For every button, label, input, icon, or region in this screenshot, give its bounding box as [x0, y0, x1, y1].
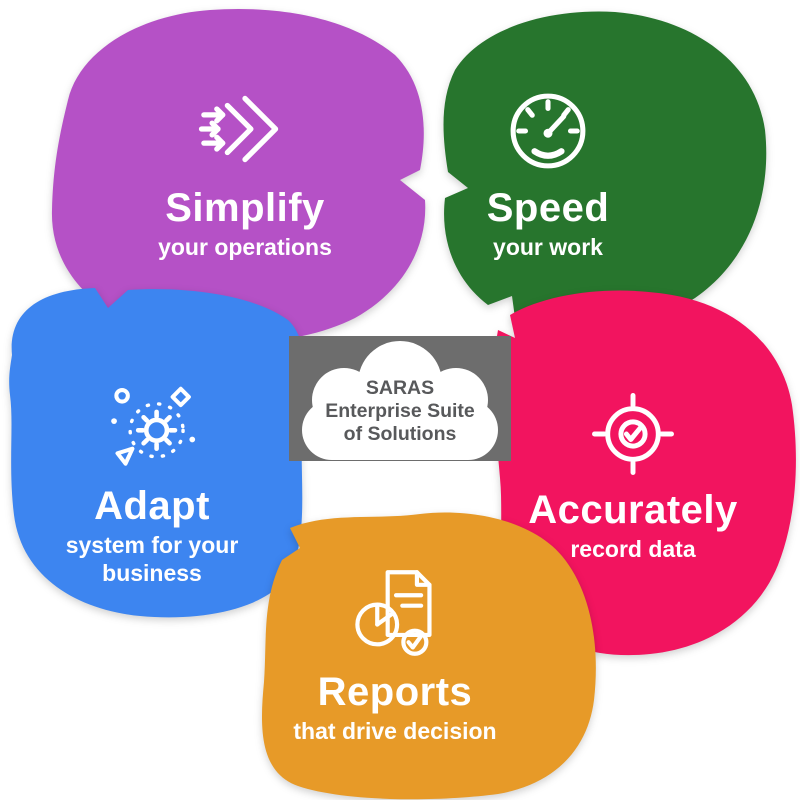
section-reports: Reports that drive decision	[235, 566, 555, 745]
simplify-subtitle: your operations	[158, 234, 332, 261]
simplify-title: Simplify	[165, 186, 325, 230]
simplify-blob	[51, 8, 426, 343]
center-line-1: SARAS	[365, 377, 435, 399]
section-adapt: Adapt system for your business	[32, 382, 272, 587]
speed-title: Speed	[486, 186, 610, 230]
speed-blob	[443, 11, 767, 329]
center-line-3: of Solutions	[343, 423, 457, 445]
speed-subtitle: your work	[493, 234, 603, 261]
reports-subtitle: that drive decision	[293, 718, 497, 745]
adapt-title: Adapt	[94, 484, 210, 528]
report-pie-icon	[235, 566, 555, 665]
target-check-icon	[483, 390, 783, 483]
merge-arrows-icon	[85, 82, 405, 181]
speedometer-icon	[408, 86, 688, 181]
accurately-title: Accurately	[528, 488, 738, 532]
section-simplify: Simplify your operations	[85, 82, 405, 261]
center-line-2: Enterprise Suite	[325, 400, 475, 422]
cloud-shape	[302, 341, 498, 460]
gear-orbit-icon	[32, 382, 272, 479]
adapt-blob	[9, 288, 306, 618]
adapt-subtitle: system for your business	[65, 532, 239, 587]
center-cloud-text: SARAS Enterprise Suite of Solutions	[290, 377, 510, 446]
reports-blob	[261, 512, 596, 800]
reports-title: Reports	[317, 670, 473, 714]
section-accurately: Accurately record data	[483, 390, 783, 563]
section-speed: Speed your work	[408, 86, 688, 261]
accurately-subtitle: record data	[570, 536, 696, 563]
accurately-blob	[493, 290, 796, 656]
